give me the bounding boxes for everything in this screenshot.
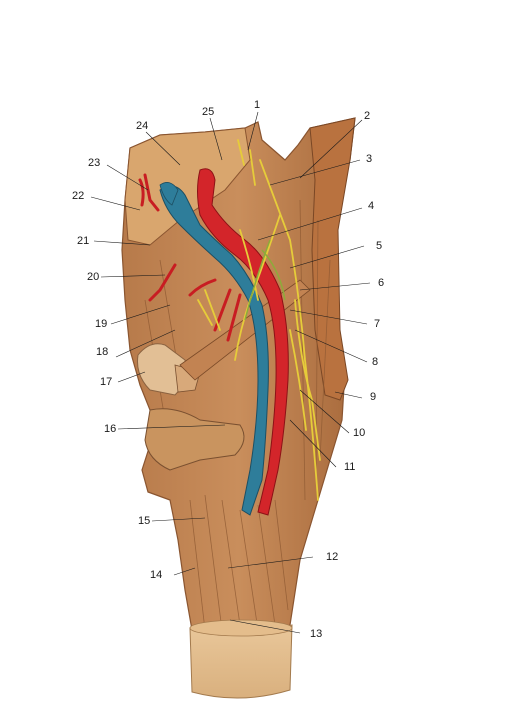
label-13: 13 [310,628,323,640]
label-8: 8 [372,356,379,368]
label-16: 16 [104,423,117,435]
right-muscle-strip [309,117,356,401]
label-10: 10 [353,427,366,439]
green-nerves [244,239,286,321]
label-12: 12 [326,551,339,563]
label-4: 4 [368,200,375,212]
label-17: 17 [100,376,113,388]
label-7: 7 [374,318,381,330]
small-arteries [138,173,242,342]
label-15: 15 [138,515,151,527]
label-23: 23 [88,157,101,169]
label-19: 19 [95,318,108,330]
larynx-cartilage [144,408,245,471]
label-22: 22 [72,190,85,202]
label-21: 21 [77,235,90,247]
carotid-artery [197,168,289,516]
label-14: 14 [150,569,163,581]
label-6: 6 [378,277,385,289]
label-5: 5 [376,240,383,252]
label-9: 9 [370,391,377,403]
label-11: 11 [344,461,356,473]
label-3: 3 [366,153,373,165]
label-1: 1 [254,99,261,111]
muscle-fibers [144,199,331,631]
leader-lines [90,111,371,634]
label-2: 2 [364,110,371,122]
label-25: 25 [202,106,215,118]
jugular-vein [159,185,269,516]
label-20: 20 [87,271,100,283]
upper-bone [124,127,251,246]
label-24: 24 [136,120,149,132]
label-18: 18 [96,346,109,358]
